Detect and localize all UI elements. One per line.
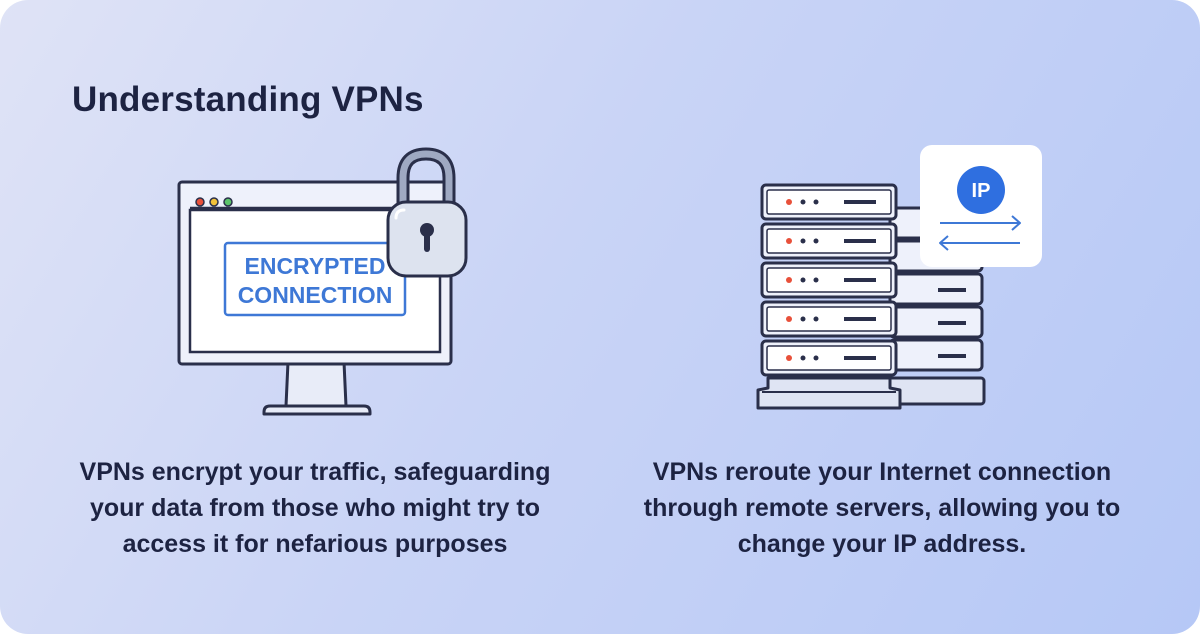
window-close-dot (195, 197, 205, 207)
swap-arrows-icon (939, 215, 1021, 251)
caption-line: through remote servers, allowing you to (643, 494, 1121, 522)
caption-line: your data from those who might try to (89, 494, 540, 522)
encrypted-connection-badge (223, 241, 407, 317)
server-ip-illustration: IP (756, 145, 1042, 410)
badge-line-1: ENCRYPTED (245, 253, 386, 279)
ip-label: IP (972, 180, 991, 202)
ip-badge (957, 166, 1005, 214)
reroute-caption: VPNs reroute your Internet connection th… (622, 454, 1142, 562)
caption-line: VPNs encrypt your traffic, safeguarding (79, 458, 551, 486)
window-maximize-dot (223, 197, 233, 207)
padlock-icon (386, 147, 468, 278)
caption-line: VPNs reroute your Internet connection (652, 458, 1112, 486)
ip-address-card: IP (920, 145, 1042, 267)
window-minimize-dot (209, 197, 219, 207)
badge-line-2: CONNECTION (238, 282, 393, 308)
caption-line: change your IP address. (737, 530, 1027, 558)
caption-line: access it for nefarious purposes (122, 530, 508, 558)
monitor-lock-illustration: ENCRYPTED CONNECTION (177, 147, 468, 416)
page-title: Understanding VPNs (72, 80, 424, 119)
encryption-caption: VPNs encrypt your traffic, safeguarding … (55, 454, 575, 562)
monitor-icon: ENCRYPTED CONNECTION (177, 180, 453, 416)
